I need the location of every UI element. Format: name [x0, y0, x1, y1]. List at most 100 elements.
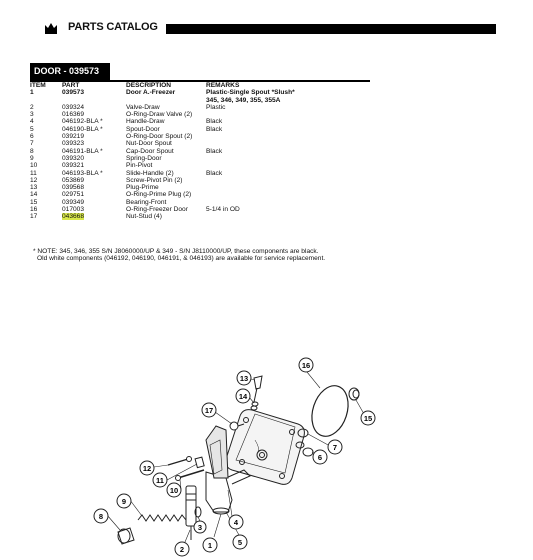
callout-17: 17 [201, 402, 217, 418]
callout-4: 4 [228, 514, 244, 530]
description-cell: Nut-Stud (4) [126, 213, 162, 221]
spring-drawing [137, 514, 187, 522]
description-cell: Valve-Draw [126, 103, 160, 111]
item-cell: 13 [30, 184, 38, 192]
table-row: 12 053869 Screw-Pivot Pin (2) [30, 177, 386, 184]
part-cell: 029751 [62, 191, 85, 199]
callout-7: 7 [327, 439, 343, 455]
o-ring-prime-plug-drawing [251, 401, 259, 407]
part-cell: 046190-BLA * [62, 125, 103, 133]
remarks-cell: Plastic [206, 103, 226, 111]
item-cell: 3 [30, 111, 34, 119]
part-cell: 046192-BLA * [62, 118, 103, 126]
remarks-line: 345, 346, 349, 355, 355A [206, 96, 281, 104]
part-cell: 053869 [62, 176, 85, 184]
draw-valve-drawing [185, 485, 197, 540]
table-row: 1 039573 Door A.-Freezer Plastic-Single … [30, 89, 386, 104]
header-bar [166, 24, 496, 34]
part-cell: 039219 [62, 133, 85, 141]
callout-3: 3 [193, 520, 207, 534]
callout-15: 15 [360, 410, 376, 426]
nut-door-spout-drawing [297, 428, 309, 438]
item-cell: 2 [30, 103, 34, 111]
part-cell: 039568 [62, 184, 85, 192]
pivot-pin-drawing [175, 469, 205, 481]
table-row: 17 043668 Nut-Stud (4) [30, 213, 386, 221]
remarks-cell: Black [206, 118, 223, 126]
callouts: 1 2 3 4 5 6 7 8 [93, 357, 376, 557]
remarks-cell: 5-1/4 in OD [206, 206, 240, 214]
catalog-title: PARTS CATALOG [68, 21, 158, 33]
callout-9: 9 [116, 493, 132, 509]
part-cell: 046193-BLA * [62, 169, 103, 177]
callout-2: 2 [174, 541, 190, 557]
part-cell: 017003 [62, 206, 85, 214]
highlighted-part-number[interactable]: 043668 [62, 213, 85, 221]
callout-8: 8 [93, 508, 109, 524]
table-rule [30, 80, 370, 82]
table-row: 3 016369 O-Ring-Draw Valve (2) [30, 111, 386, 118]
o-ring-prime-plug-2-drawing [250, 405, 258, 411]
callout-label: 5 [238, 538, 242, 547]
callout-label: 4 [234, 518, 239, 527]
table-row: 6 039219 O-Ring-Door Spout (2) [30, 133, 386, 140]
item-cell: 4 [30, 118, 34, 126]
callout-label: 2 [180, 545, 184, 554]
item-cell: 6 [30, 133, 34, 141]
callout-10: 10 [166, 482, 182, 498]
table-header-row: ITEM PART DESCRIPTION REMARKS [30, 82, 386, 89]
item-cell: 7 [30, 140, 34, 148]
item-cell: 16 [30, 206, 38, 214]
prime-plug-drawing [253, 375, 263, 403]
column-header-part: PART [62, 82, 80, 89]
callout-label: 7 [333, 443, 337, 452]
item-cell: 12 [30, 176, 38, 184]
description-cell: Spring-Door [126, 154, 162, 162]
description-cell: Plug-Prime [126, 184, 159, 192]
description-cell: Spout-Door [126, 125, 160, 133]
remarks-cell: Black [206, 147, 223, 155]
callout-label: 17 [205, 406, 213, 415]
cap-drawing [117, 527, 135, 545]
part-cell: 039573 [62, 89, 85, 97]
remarks-cell: Black [206, 169, 223, 177]
note-line-1: * NOTE: 345, 346, 355 S/N J8060000/UP & … [33, 248, 319, 255]
callout-label: 6 [318, 453, 322, 462]
callout-1: 1 [202, 537, 218, 553]
table-row: 5 046190-BLA * Spout-Door Black [30, 126, 386, 133]
part-cell: 016369 [62, 111, 85, 119]
callout-label: 8 [99, 512, 103, 521]
callout-label: 13 [240, 374, 248, 383]
catalog-header: PARTS CATALOG [0, 18, 533, 42]
item-cell: 11 [30, 169, 37, 177]
description-cell: Screw-Pivot Pin (2) [126, 176, 183, 184]
callout-6: 6 [312, 449, 328, 465]
item-cell: 17 [30, 213, 38, 221]
table-row: 8 046191-BLA * Cap-Door Spout Black [30, 148, 386, 155]
callout-13: 13 [236, 370, 252, 386]
item-cell: 9 [30, 154, 34, 162]
description-cell: Cap-Door Spout [126, 147, 174, 155]
table-row: 9 039320 Spring-Door [30, 155, 386, 162]
crown-logo-icon [45, 23, 57, 34]
description-cell: O-Ring-Freezer Door [126, 206, 188, 214]
table-row: 7 039323 Nut-Door Spout [30, 140, 386, 147]
description-cell: Handle-Draw [126, 118, 165, 126]
table-row: 13 039568 Plug-Prime [30, 184, 386, 191]
callout-5: 5 [232, 534, 248, 550]
callout-12: 12 [139, 460, 155, 476]
item-cell: 5 [30, 125, 34, 133]
remarks-line: Plastic-Single Spout *Slush* [206, 89, 295, 97]
item-cell: 1 [30, 89, 34, 97]
item-cell: 8 [30, 147, 34, 155]
table-row: 4 046192-BLA * Handle-Draw Black [30, 118, 386, 125]
callout-11: 11 [152, 472, 168, 488]
callout-label: 10 [170, 486, 178, 495]
table-row: 2 039324 Valve-Draw Plastic [30, 104, 386, 111]
column-header-remarks: REMARKS [206, 82, 240, 89]
callout-16: 16 [298, 357, 314, 373]
freezer-door-o-ring-drawing [311, 385, 349, 437]
callout-label: 1 [208, 541, 212, 550]
description-cell: Nut-Door Spout [126, 140, 172, 148]
